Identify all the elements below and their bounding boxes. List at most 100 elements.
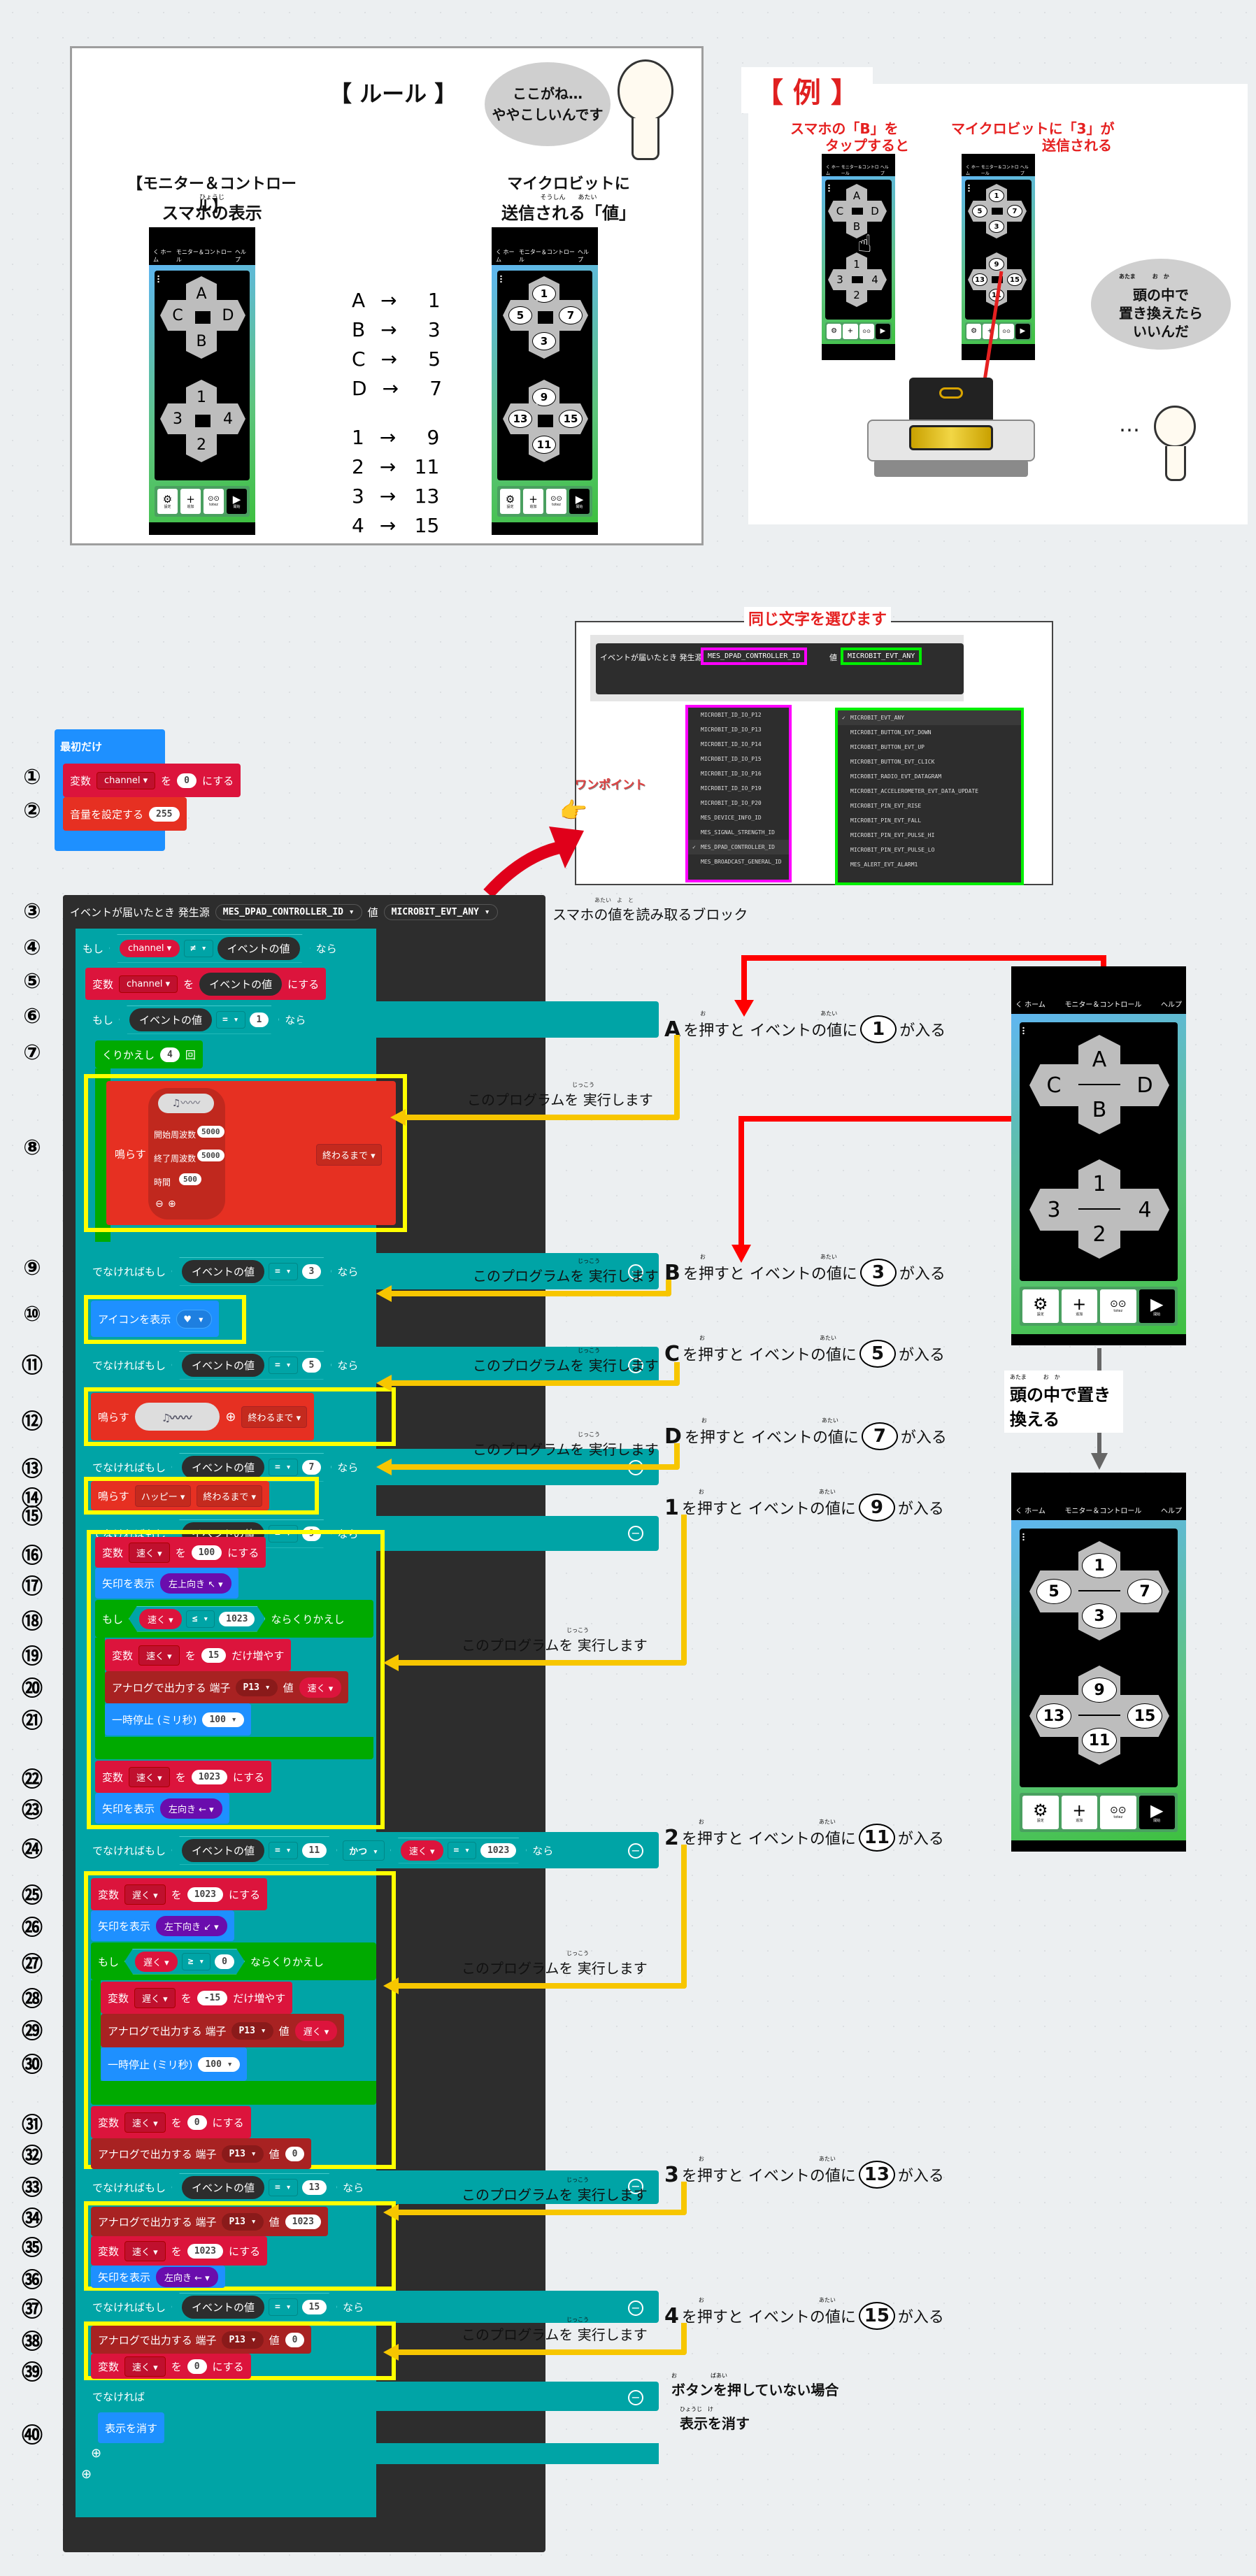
pin-dropdown[interactable]: P13 ▾: [222, 2145, 264, 2163]
var-dropdown[interactable]: 速く ▾: [124, 2112, 166, 2133]
clear-screen-block[interactable]: 表示を消す: [98, 2412, 165, 2443]
source-dropdown[interactable]: MES_DPAD_CONTROLLER_ID: [701, 647, 808, 665]
pin-dropdown[interactable]: P13 ▾: [222, 2212, 264, 2231]
var-reporter[interactable]: 速く ▾: [401, 1840, 443, 1861]
dpad-value-11[interactable]: 11: [1078, 1716, 1120, 1765]
event-value-reporter[interactable]: イベントの値: [182, 1839, 264, 1862]
microbit-icon[interactable]: ⊙⊙totez: [1100, 1796, 1136, 1829]
value-option[interactable]: MICROBIT_BUTTON_EVT_CLICK: [850, 759, 935, 765]
microbit-icon[interactable]: ⊙⊙totez: [204, 489, 224, 514]
event-value-dropdown[interactable]: MICROBIT_EVT_ANY ▾: [383, 903, 498, 920]
value-input[interactable]: 1023: [480, 1843, 516, 1858]
value-option[interactable]: MICROBIT_PIN_EVT_RISE: [850, 803, 922, 809]
dpad-value-7[interactable]: 7: [1003, 201, 1027, 222]
play-icon[interactable]: ▶開始: [227, 489, 247, 514]
condition[interactable]: イベントの値= ▾7: [171, 1453, 331, 1482]
arrow-dropdown[interactable]: 左上向き ↖ ▾: [160, 1573, 231, 1594]
dpad-2[interactable]: 2: [186, 427, 217, 462]
dpad-value-15[interactable]: 15: [1120, 1695, 1169, 1737]
condition[interactable]: イベントの値= ▾1: [119, 1006, 279, 1034]
waveform-icon[interactable]: ♫〰〰: [134, 1403, 220, 1431]
var-reporter[interactable]: 遅く ▾: [135, 1952, 178, 1972]
dpad-b[interactable]: B: [186, 324, 217, 359]
menu-dots-icon[interactable]: [157, 275, 159, 283]
dpad-3[interactable]: 3: [1029, 1189, 1078, 1231]
dpad-b[interactable]: B: [1078, 1085, 1120, 1134]
dpad-2[interactable]: 2: [1078, 1210, 1120, 1259]
operator-dropdown[interactable]: = ▾: [216, 1011, 245, 1029]
source-option[interactable]: MICROBIT_ID_IO_P19: [701, 785, 762, 792]
play-icon[interactable]: ▶: [875, 324, 890, 339]
back-link[interactable]: く ホーム: [496, 249, 515, 263]
show-arrow-nw-block[interactable]: 矢印を表示左上向き ↖ ▾: [95, 1568, 238, 1598]
channel-var[interactable]: channel ▾: [120, 940, 180, 957]
value-option[interactable]: MICROBIT_ACCELEROMETER_EVT_DATA_UPDATE: [850, 788, 979, 794]
operator-dropdown[interactable]: = ▾: [448, 1842, 476, 1859]
menu-dots-icon[interactable]: [1022, 1026, 1025, 1035]
source-option[interactable]: MICROBIT_ID_IO_P16: [701, 771, 762, 777]
event-value-reporter[interactable]: イベントの値: [182, 2296, 264, 2319]
play-icon[interactable]: ▶開始: [1139, 1796, 1175, 1829]
value-option[interactable]: MICROBIT_BUTTON_EVT_DOWN: [850, 729, 932, 736]
channel-dropdown[interactable]: channel ▾: [119, 975, 178, 993]
sound-expression[interactable]: ♫〰〰 開始周波数 5000 終了周波数 5000 時間 500 ⊖ ⊕: [148, 1088, 225, 1219]
melody-dropdown[interactable]: ハッピー ▾: [134, 1484, 192, 1507]
gear-icon[interactable]: ⚙設定: [157, 489, 178, 514]
value-option[interactable]: MICROBIT_PIN_EVT_FALL: [850, 817, 922, 824]
event-value-reporter[interactable]: イベントの値: [182, 1456, 264, 1479]
arrow-dropdown[interactable]: 左下向き ↙ ▾: [156, 1915, 227, 1936]
value-input[interactable]: 15: [302, 2300, 327, 2314]
menu-dots-icon[interactable]: [1022, 1533, 1025, 1541]
pin-dropdown[interactable]: P13 ▾: [236, 1678, 278, 1696]
collapse-minus-icon[interactable]: −: [628, 1843, 643, 1859]
source-option[interactable]: MES_SIGNAL_STRENGTH_ID: [701, 829, 775, 836]
play-sound-block[interactable]: 鳴らす♫〰〰⊕終わるまで ▾: [91, 1393, 315, 1440]
dpad-a[interactable]: A: [1078, 1035, 1120, 1084]
dpad-value-15[interactable]: 15: [553, 403, 588, 434]
source-option[interactable]: MICROBIT_ID_IO_P12: [701, 712, 762, 718]
heart-icon[interactable]: ♥ ▾: [176, 1309, 213, 1329]
back-link[interactable]: く ホーム: [1015, 1001, 1046, 1009]
var-dropdown[interactable]: 遅く ▾: [134, 1987, 176, 2008]
condition[interactable]: イベントの値= ▾3: [171, 1257, 331, 1286]
play-mode-dropdown[interactable]: 終わるまで ▾: [197, 1484, 263, 1507]
collapse-minus-icon[interactable]: −: [628, 2300, 643, 2316]
add-branch-icon[interactable]: ⊕: [91, 2446, 102, 2461]
pause-100-block[interactable]: 一時停止 (ミリ秒)100 ▾: [101, 2047, 247, 2081]
play-mode-dropdown[interactable]: 終わるまで ▾: [316, 1144, 382, 1166]
value-option[interactable]: ✓MICROBIT_EVT_ANY: [838, 710, 1021, 725]
value-dropdown[interactable]: MICROBIT_EVT_ANY: [841, 647, 922, 665]
value-input[interactable]: 0: [187, 2359, 207, 2374]
value-input[interactable]: 0: [285, 2146, 305, 2161]
source-option[interactable]: MICROBIT_ID_IO_P13: [701, 727, 762, 733]
back-link[interactable]: く ホーム: [153, 249, 172, 263]
dpad-value-7[interactable]: 7: [1120, 1570, 1169, 1612]
dpad-value-9[interactable]: 9: [529, 380, 559, 415]
play-tone-sweep-block[interactable]: 鳴らす ♫〰〰 開始周波数 5000 終了周波数 5000 時間 500 ⊖ ⊕…: [106, 1081, 396, 1225]
var-dropdown[interactable]: 速く ▾: [129, 1542, 170, 1563]
pin-dropdown[interactable]: P13 ▾: [231, 2022, 273, 2040]
var-dropdown[interactable]: 速く ▾: [124, 2240, 166, 2261]
start-freq-input[interactable]: 5000: [197, 1126, 224, 1138]
event-value-reporter[interactable]: イベントの値: [182, 2176, 264, 2199]
waveform-icon[interactable]: ♫〰〰: [158, 1094, 214, 1113]
collapse-minus-icon[interactable]: −: [628, 2390, 643, 2405]
collapse-minus-icon[interactable]: −: [628, 1358, 643, 1373]
dpad-c[interactable]: C: [1029, 1064, 1078, 1106]
if-channel-neq-block[interactable]: もし channel ▾≠ ▾イベントの値 なら: [76, 930, 376, 966]
help-link[interactable]: ヘルプ: [1160, 1001, 1182, 1009]
condition[interactable]: イベントの値= ▾11: [171, 1836, 337, 1865]
event-value-reporter[interactable]: イベントの値: [129, 1008, 212, 1031]
pin-dropdown[interactable]: P13 ▾: [222, 2331, 264, 2349]
event-source-dropdown[interactable]: MES_DPAD_CONTROLLER_ID ▾: [215, 903, 362, 920]
